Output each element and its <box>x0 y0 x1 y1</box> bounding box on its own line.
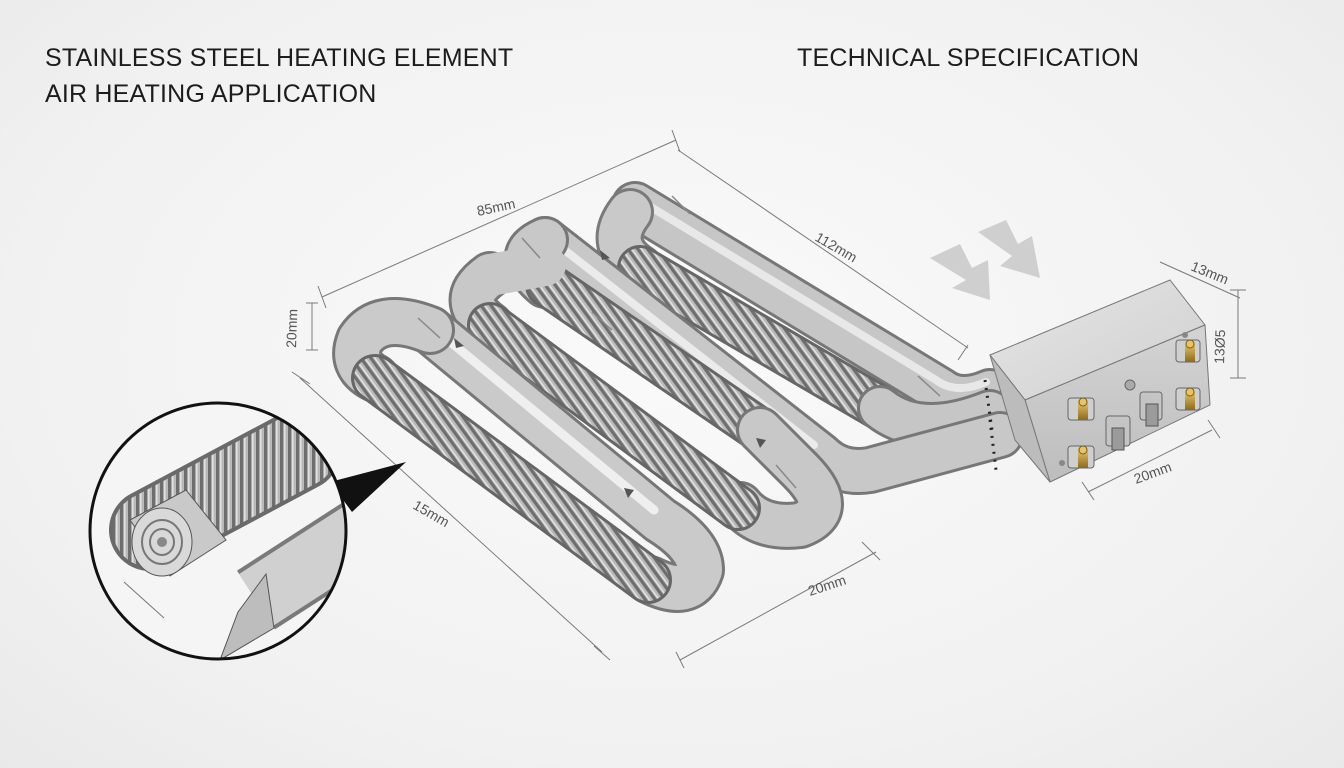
title-line-1: STAINLESS STEEL HEATING ELEMENT <box>45 44 514 72</box>
airflow-arrow-icon <box>930 220 1040 300</box>
flow-direction-arrow-icon <box>454 250 766 498</box>
heating-tubes <box>332 181 1024 613</box>
seal-dots <box>983 379 998 471</box>
terminal-box <box>989 279 1211 483</box>
spec-title: TECHNICAL SPECIFICATION <box>797 44 1140 72</box>
dim-box-depth: 13mm <box>1189 258 1231 287</box>
title-block: STAINLESS STEEL HEATING ELEMENT AIR HEAT… <box>45 40 513 112</box>
dim-bottom-length: 15mm <box>411 497 453 530</box>
callout-pointer <box>330 462 406 512</box>
terminals <box>1067 339 1201 469</box>
dim-box-width: 20mm <box>1132 458 1174 486</box>
dim-bottom-spacing: 20mm <box>806 572 848 599</box>
dimension-lines <box>291 129 1246 669</box>
dim-top-length: 85mm <box>475 195 516 219</box>
tube-collars <box>417 195 941 489</box>
dim-left-height: 20mm <box>283 309 300 348</box>
dim-box-height: 13Ø5 <box>1211 329 1228 364</box>
title-line-2: AIR HEATING APPLICATION <box>45 80 377 108</box>
detail-magnifier-icon <box>88 401 348 661</box>
